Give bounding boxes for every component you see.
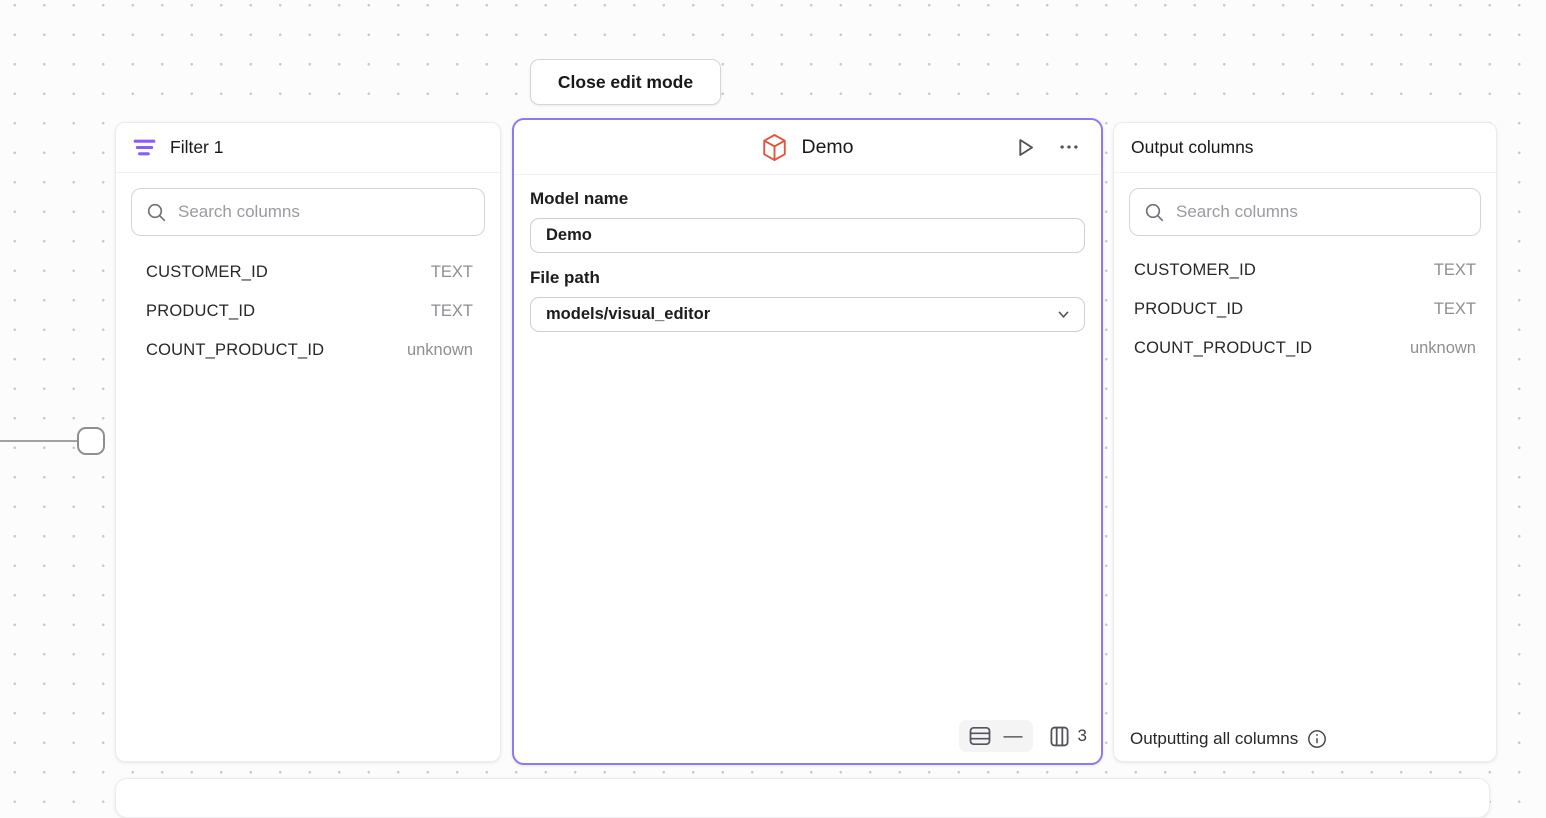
filter-node-panel[interactable]: Filter 1 CUSTOMER_ID TEXT PRODUCT_ID TEX… xyxy=(115,122,501,762)
filter-panel-title: Filter 1 xyxy=(170,137,224,157)
column-type: TEXT xyxy=(1433,261,1476,279)
column-name: COUNT_PRODUCT_ID xyxy=(146,341,325,359)
column-row[interactable]: CUSTOMER_ID TEXT xyxy=(1114,251,1496,290)
table-columns-icon xyxy=(1050,726,1069,747)
chevron-down-icon xyxy=(1056,307,1071,322)
column-type: unknown xyxy=(406,341,473,359)
filter-search-input[interactable] xyxy=(178,202,470,222)
model-title-group: Demo xyxy=(761,133,854,162)
column-name: CUSTOMER_ID xyxy=(146,263,268,281)
column-name: PRODUCT_ID xyxy=(146,302,256,320)
filter-panel-header: Filter 1 xyxy=(116,123,500,173)
column-row[interactable]: PRODUCT_ID TEXT xyxy=(116,292,500,331)
row-count-stat[interactable]: — xyxy=(958,720,1033,752)
filter-icon xyxy=(133,138,156,157)
file-path-select[interactable]: models/visual_editor xyxy=(530,297,1085,332)
more-options-button[interactable] xyxy=(1058,136,1080,158)
output-panel-header: Output columns xyxy=(1114,123,1496,173)
model-node-panel-selected[interactable]: Demo Model name File path xyxy=(512,118,1103,765)
file-path-value: models/visual_editor xyxy=(546,305,711,323)
model-header-actions xyxy=(1013,120,1080,174)
model-result-stats: — 3 xyxy=(958,720,1087,752)
row-count-value: — xyxy=(1003,725,1023,747)
model-panel-header: Demo xyxy=(514,120,1101,175)
column-row[interactable]: CUSTOMER_ID TEXT xyxy=(116,253,500,292)
bottom-node-panel-partial[interactable] xyxy=(115,778,1490,818)
file-path-label: File path xyxy=(530,268,600,287)
output-search-box[interactable] xyxy=(1129,188,1481,236)
column-name: COUNT_PRODUCT_ID xyxy=(1134,339,1313,357)
column-name: PRODUCT_ID xyxy=(1134,300,1244,318)
column-count-value: 3 xyxy=(1077,726,1087,745)
model-panel-title: Demo xyxy=(801,135,854,158)
play-icon xyxy=(1013,135,1038,160)
column-count-stat[interactable]: 3 xyxy=(1050,726,1087,747)
connector-edge xyxy=(0,440,80,442)
filter-column-list: CUSTOMER_ID TEXT PRODUCT_ID TEXT COUNT_P… xyxy=(116,253,500,370)
output-footer-text: Outputting all columns xyxy=(1130,729,1299,748)
connector-port-handle[interactable] xyxy=(77,427,105,455)
cube-icon xyxy=(761,133,788,162)
output-panel-title: Output columns xyxy=(1131,137,1254,157)
model-name-label: Model name xyxy=(530,189,629,208)
info-icon[interactable] xyxy=(1307,729,1327,749)
column-type: TEXT xyxy=(430,302,473,320)
column-type: TEXT xyxy=(430,263,473,281)
column-type: unknown xyxy=(1409,339,1476,357)
search-icon xyxy=(1144,202,1165,223)
ellipsis-icon xyxy=(1058,136,1080,158)
column-name: CUSTOMER_ID xyxy=(1134,261,1256,279)
output-search-input[interactable] xyxy=(1176,202,1466,222)
column-row[interactable]: PRODUCT_ID TEXT xyxy=(1114,290,1496,329)
column-row[interactable]: COUNT_PRODUCT_ID unknown xyxy=(116,331,500,370)
output-columns-panel[interactable]: Output columns CUSTOMER_ID TEXT PRODUCT_… xyxy=(1113,122,1497,762)
table-rows-icon xyxy=(969,726,991,746)
column-row[interactable]: COUNT_PRODUCT_ID unknown xyxy=(1114,329,1496,368)
search-icon xyxy=(146,202,167,223)
output-footer: Outputting all columns xyxy=(1130,729,1327,749)
run-model-button[interactable] xyxy=(1013,135,1038,160)
model-name-input[interactable] xyxy=(530,218,1085,253)
model-panel-body: Model name File path models/visual_edito… xyxy=(514,175,1101,332)
close-edit-mode-button[interactable]: Close edit mode xyxy=(530,59,721,105)
column-type: TEXT xyxy=(1433,300,1476,318)
output-column-list: CUSTOMER_ID TEXT PRODUCT_ID TEXT COUNT_P… xyxy=(1114,251,1496,368)
filter-search-box[interactable] xyxy=(131,188,485,236)
